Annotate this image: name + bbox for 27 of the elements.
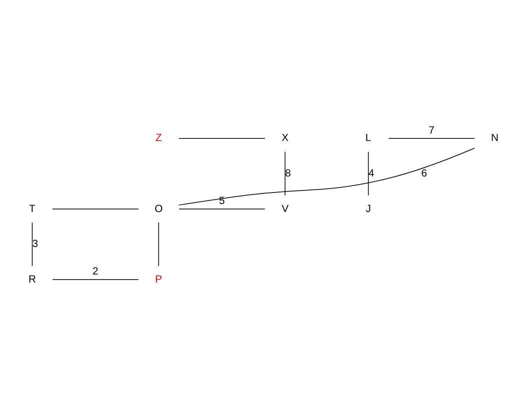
node-text: P [155,274,162,285]
connector [178,137,266,138]
connector [52,278,139,280]
edge-label: 3 [32,238,38,250]
node-text: J [366,203,371,214]
node-text: L [365,132,372,144]
connector [158,222,160,266]
node-text: X [282,132,289,144]
connector [178,208,266,209]
edge-label: 6 [421,168,428,179]
node-text: N [491,132,499,144]
node-text: O [154,203,163,214]
connector [52,208,139,209]
node-text: R [28,274,36,285]
connector [32,222,33,266]
edge-label: 5 [218,195,225,206]
connector [284,150,286,196]
connector [368,150,369,196]
edge-label: 7 [428,124,434,136]
edge-label: 2 [92,266,98,278]
connector [178,147,475,205]
node-text: Z [155,132,162,144]
node-text: V [282,203,289,214]
edge-label: 8 [285,168,291,179]
connector [388,137,475,138]
node-text: T [29,203,36,214]
edge-label: 4 [368,168,374,179]
